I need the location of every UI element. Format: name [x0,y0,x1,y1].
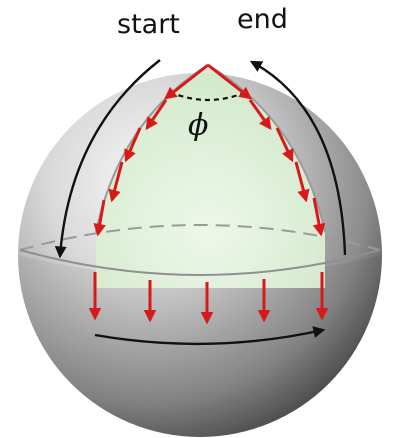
vector-left-2 [124,127,142,163]
vector-right-2 [275,127,294,163]
vector-left-3 [108,161,124,203]
angle-arc [169,90,247,102]
equator-front [19,249,381,276]
triangle-right-edge [207,64,326,233]
start-path-arrow [54,59,161,259]
equator-back [19,224,381,251]
vector-pole-right [207,63,252,100]
angle-phi-label: ϕ [188,108,208,143]
start-label: start [117,9,180,40]
sphere-lower-shade [18,255,382,437]
vector-right-4 [312,197,326,237]
vector-pole-left [164,63,209,100]
end-path-arrow [249,60,347,256]
vector-left-1 [145,99,168,131]
vector-left-4 [93,199,106,237]
vector-right-1 [248,99,272,131]
end-label: end [237,4,288,35]
equator-path-arrow [94,326,326,346]
vector-right-3 [294,161,310,203]
